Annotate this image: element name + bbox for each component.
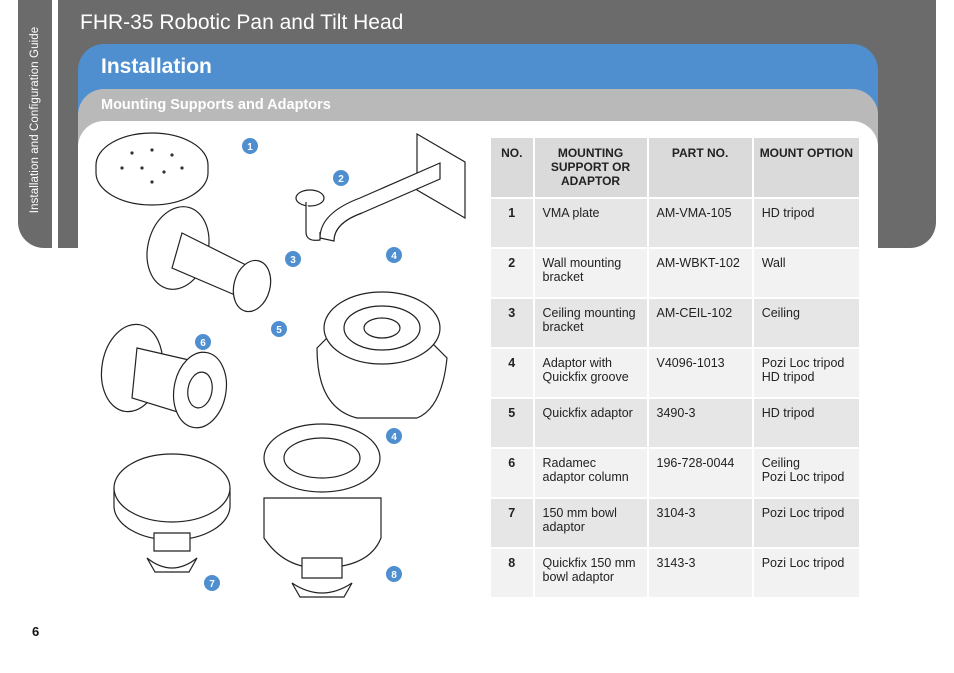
row-name: Ceiling mounting bracket bbox=[534, 299, 647, 347]
row-name: Quickfix adaptor bbox=[534, 399, 647, 447]
svg-text:7: 7 bbox=[209, 579, 215, 590]
callout-6: 6 bbox=[195, 334, 211, 350]
row-no: 8 bbox=[491, 549, 533, 597]
row-mount: Ceiling bbox=[753, 299, 859, 347]
row-mount: Pozi Loc tripod HD tripod bbox=[753, 349, 859, 397]
callout-4b: 4 bbox=[386, 428, 402, 444]
svg-text:4: 4 bbox=[391, 432, 397, 443]
svg-text:6: 6 bbox=[200, 338, 206, 349]
row-part: 3143-3 bbox=[648, 549, 752, 597]
callout-1: 1 bbox=[242, 138, 258, 154]
row-part: 3104-3 bbox=[648, 499, 752, 547]
svg-text:1: 1 bbox=[247, 142, 253, 153]
header-no: NO. bbox=[491, 138, 533, 197]
svg-text:8: 8 bbox=[391, 570, 397, 581]
table-header-row: NO. MOUNTING SUPPORT OR ADAPTOR PART NO.… bbox=[491, 138, 859, 197]
row-part: AM-CEIL-102 bbox=[648, 299, 752, 347]
document-title: FHR-35 Robotic Pan and Tilt Head bbox=[80, 11, 404, 34]
row-no: 6 bbox=[491, 449, 533, 497]
sidebar-label: Installation and Configuration Guide bbox=[29, 26, 41, 214]
callout-4: 4 bbox=[386, 247, 402, 263]
callout-8: 8 bbox=[386, 566, 402, 582]
svg-text:2: 2 bbox=[338, 174, 344, 185]
row-mount: Pozi Loc tripod bbox=[753, 499, 859, 547]
mounting-parts-illustration: 1 2 3 4 5 6 4 7 8 bbox=[95, 132, 466, 598]
callout-5: 5 bbox=[271, 321, 287, 337]
row-mount: Wall bbox=[753, 249, 859, 297]
side-tab bbox=[18, 0, 52, 248]
row-part: AM-WBKT-102 bbox=[648, 249, 752, 297]
svg-text:3: 3 bbox=[290, 255, 296, 266]
parts-table: NO. MOUNTING SUPPORT OR ADAPTOR PART NO.… bbox=[489, 136, 861, 599]
ceiling-bracket-drawing bbox=[146, 206, 272, 313]
row-mount: Pozi Loc tripod bbox=[753, 549, 859, 597]
subsection-title: Mounting Supports and Adaptors bbox=[101, 97, 331, 113]
row-name: Quickfix 150 mm bowl adaptor bbox=[534, 549, 647, 597]
row-no: 2 bbox=[491, 249, 533, 297]
row-no: 5 bbox=[491, 399, 533, 447]
callout-3: 3 bbox=[285, 251, 301, 267]
row-no: 1 bbox=[491, 199, 533, 247]
bowl-adaptor-drawing bbox=[113, 453, 231, 573]
svg-text:5: 5 bbox=[276, 325, 282, 336]
row-name: Radamec adaptor column bbox=[534, 449, 647, 497]
header-part: PART NO. bbox=[648, 138, 752, 197]
row-part: 3490-3 bbox=[648, 399, 752, 447]
row-no: 4 bbox=[491, 349, 533, 397]
callout-2: 2 bbox=[333, 170, 349, 186]
row-no: 7 bbox=[491, 499, 533, 547]
vma-plate-drawing bbox=[95, 132, 209, 206]
radamec-column-drawing bbox=[100, 323, 228, 429]
row-part: 196-728-0044 bbox=[648, 449, 752, 497]
row-name: VMA plate bbox=[534, 199, 647, 247]
wall-bracket-drawing bbox=[295, 132, 466, 242]
svg-text:4: 4 bbox=[391, 251, 397, 262]
quickfix-bowl-adaptor-drawing bbox=[263, 423, 382, 598]
row-no: 3 bbox=[491, 299, 533, 347]
row-mount: Ceiling Pozi Loc tripod bbox=[753, 449, 859, 497]
row-name: 150 mm bowl adaptor bbox=[534, 499, 647, 547]
row-name: Wall mounting bracket bbox=[534, 249, 647, 297]
header-support: MOUNTING SUPPORT OR ADAPTOR bbox=[534, 138, 647, 197]
row-name: Adaptor with Quickfix groove bbox=[534, 349, 647, 397]
section-title: Installation bbox=[101, 55, 212, 78]
quickfix-adaptor-drawing bbox=[316, 291, 448, 419]
row-mount: HD tripod bbox=[753, 199, 859, 247]
header-mount: MOUNT OPTION bbox=[753, 138, 859, 197]
page-number: 6 bbox=[32, 624, 40, 639]
row-part: V4096-1013 bbox=[648, 349, 752, 397]
row-mount: HD tripod bbox=[753, 399, 859, 447]
row-part: AM-VMA-105 bbox=[648, 199, 752, 247]
callout-7: 7 bbox=[204, 575, 220, 591]
